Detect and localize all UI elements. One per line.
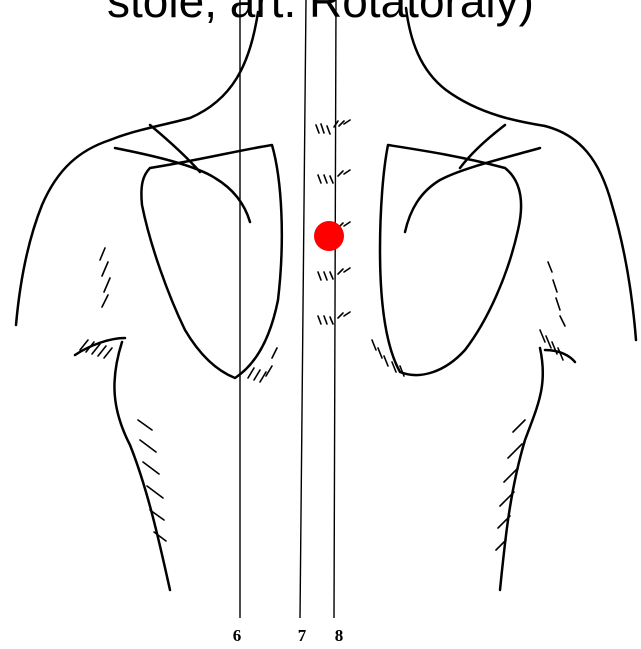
reference-line-label: 6 bbox=[233, 626, 242, 645]
right-scapula-outline bbox=[380, 145, 521, 375]
neck-right-outline bbox=[406, 8, 545, 126]
left-acromion bbox=[150, 125, 200, 172]
neck-left-outline bbox=[110, 12, 258, 140]
reference-lines bbox=[240, 0, 336, 618]
left-torso-outline bbox=[114, 342, 170, 590]
left-scapula-outline bbox=[141, 145, 281, 378]
reference-line-label: 7 bbox=[298, 626, 307, 645]
reference-line-label: 8 bbox=[335, 626, 344, 645]
reference-line-8 bbox=[334, 0, 336, 618]
shading-hatches bbox=[80, 120, 565, 550]
left-clavicle bbox=[115, 148, 250, 222]
acupoint-marker bbox=[314, 221, 344, 251]
right-torso-outline bbox=[500, 348, 543, 590]
reference-line-7 bbox=[300, 0, 306, 618]
left-shoulder-outline bbox=[16, 140, 110, 325]
